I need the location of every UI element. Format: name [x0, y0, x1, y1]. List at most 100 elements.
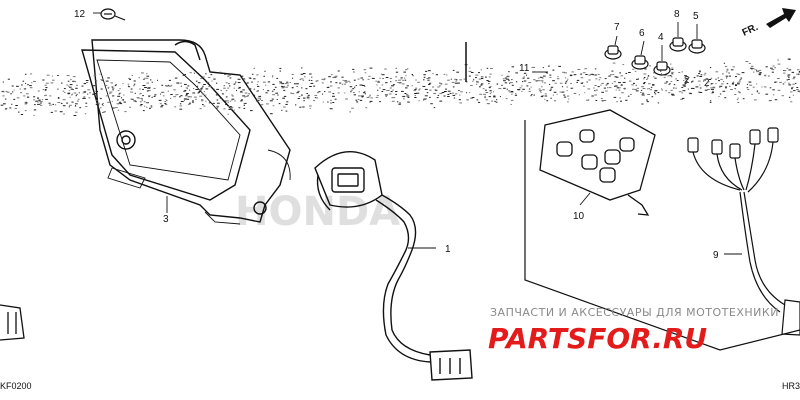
noise-dot: [195, 89, 199, 90]
callout-3: 3: [163, 214, 169, 225]
noise-dot: [745, 61, 749, 62]
noise-dot: [469, 91, 471, 93]
noise-dot: [539, 91, 541, 92]
noise-dot: [601, 82, 604, 84]
noise-dot: [46, 74, 50, 76]
noise-dot: [641, 103, 644, 105]
noise-dot: [765, 66, 768, 68]
noise-dot: [385, 82, 388, 84]
noise-dot: [16, 85, 19, 87]
noise-dot: [538, 77, 540, 79]
noise-dot: [68, 90, 70, 92]
noise-dot: [227, 105, 231, 107]
noise-dot: [597, 86, 600, 88]
noise-dot: [321, 93, 324, 95]
noise-dot: [133, 85, 135, 87]
noise-dot: [625, 72, 628, 74]
noise-dot: [265, 84, 267, 86]
noise-dot: [189, 96, 192, 98]
noise-dot: [95, 80, 98, 82]
callout-9: 9: [713, 250, 719, 261]
noise-dot: [457, 82, 460, 84]
noise-dot: [69, 86, 72, 88]
noise-dot: [19, 88, 21, 90]
noise-dot: [229, 100, 232, 102]
noise-dot: [66, 102, 69, 104]
noise-dot: [569, 74, 573, 76]
noise-dot: [227, 87, 230, 89]
noise-dot: [184, 90, 187, 91]
noise-dot: [369, 67, 373, 69]
noise-dot: [392, 89, 394, 91]
noise-dot: [458, 99, 461, 101]
noise-dot: [475, 77, 477, 79]
callout-1: 1: [445, 244, 451, 255]
noise-dot: [508, 71, 510, 73]
noise-dot: [671, 94, 675, 96]
noise-dot: [38, 99, 41, 101]
noise-dot: [594, 85, 597, 86]
noise-dot: [742, 98, 745, 100]
noise-dot: [330, 74, 333, 76]
noise-dot: [332, 77, 334, 79]
noise-dot: [44, 94, 47, 96]
noise-dot: [330, 81, 332, 83]
noise-dot: [9, 107, 12, 109]
noise-dot: [703, 74, 706, 76]
noise-dot: [797, 69, 800, 71]
noise-dot: [550, 88, 552, 90]
noise-dot: [549, 74, 552, 76]
noise-dot: [247, 93, 251, 95]
noise-dot: [648, 88, 650, 89]
noise-dot: [213, 78, 216, 80]
noise-dot: [193, 72, 195, 74]
noise-dot: [39, 101, 43, 103]
noise-dot: [654, 90, 657, 92]
noise-dot: [634, 70, 637, 72]
noise-dot: [405, 87, 408, 89]
noise-dot: [66, 75, 70, 77]
noise-dot: [757, 92, 761, 94]
noise-dot: [114, 85, 117, 87]
noise-dot: [759, 72, 762, 74]
noise-dot: [215, 94, 218, 96]
grommets: [604, 37, 706, 76]
noise-dot: [187, 85, 190, 87]
noise-dot: [634, 88, 637, 90]
noise-dot: [398, 79, 401, 81]
noise-dot: [619, 72, 621, 74]
noise-dot: [381, 84, 384, 86]
noise-dot: [25, 102, 28, 104]
noise-dot: [664, 82, 667, 84]
noise-dot: [479, 93, 482, 95]
noise-dot: [109, 92, 112, 94]
noise-dot: [618, 89, 621, 91]
noise-dot: [296, 85, 298, 87]
noise-dot: [439, 100, 443, 102]
noise-dot: [256, 84, 258, 85]
noise-dot: [433, 92, 437, 94]
noise-dot: [179, 96, 181, 98]
noise-dot: [68, 104, 72, 106]
noise-dot: [712, 86, 716, 88]
noise-dot: [239, 91, 243, 93]
noise-dot: [81, 85, 84, 87]
watermark-logo-part2: FOR.RU: [587, 322, 707, 355]
noise-dot: [730, 89, 733, 90]
noise-dot: [792, 94, 794, 96]
noise-dot: [787, 74, 791, 76]
noise-dot: [561, 91, 565, 93]
noise-dot: [200, 77, 203, 79]
noise-dot: [706, 81, 709, 83]
noise-dot: [723, 81, 725, 83]
noise-dot: [363, 92, 365, 94]
noise-dot: [103, 111, 106, 113]
noise-dot: [646, 101, 649, 103]
noise-dot: [738, 91, 741, 93]
noise-dot: [257, 90, 259, 92]
noise-dot: [21, 84, 23, 86]
noise-dot: [5, 90, 8, 92]
noise-dot: [709, 101, 712, 103]
noise-dot: [74, 105, 77, 107]
noise-dot: [237, 82, 241, 84]
